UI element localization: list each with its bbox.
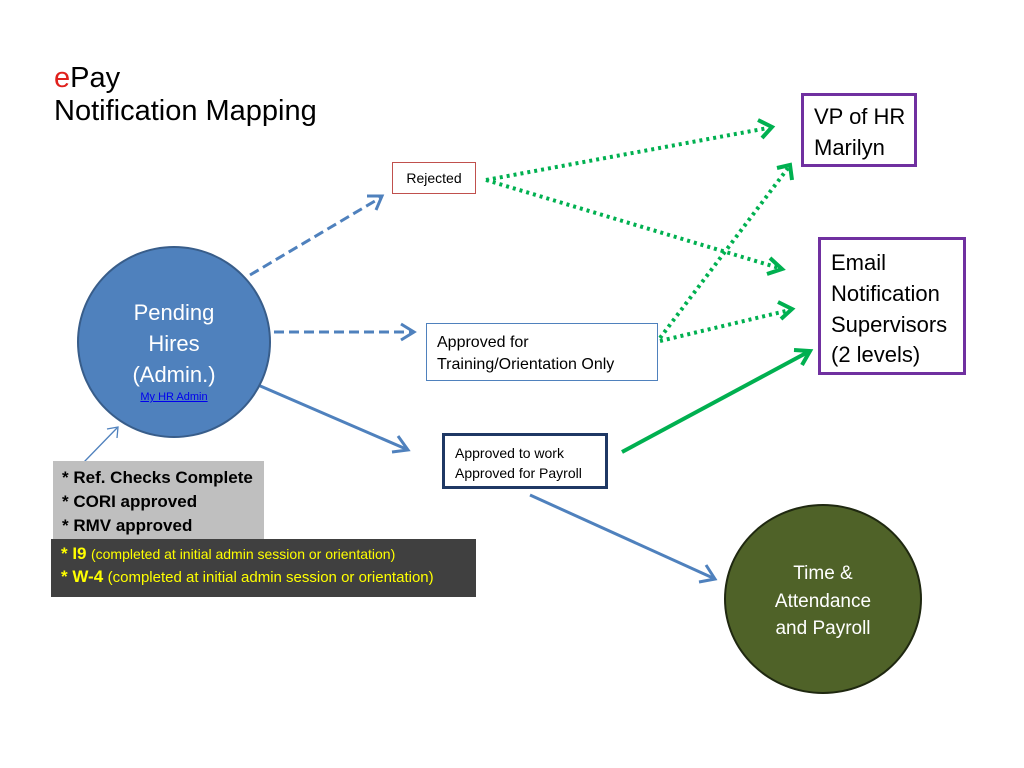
training-only-box: Approved for Training/Orientation Only	[426, 323, 658, 381]
email-line1: Email	[831, 250, 887, 275]
rejected-label: Rejected	[406, 170, 462, 186]
time-attendance-payroll-node: Time & Attendance and Payroll	[724, 504, 922, 694]
form-item-i9: * I9 (completed at initial admin session…	[61, 543, 476, 566]
training-line1: Approved for	[437, 334, 529, 351]
form-note: (completed at initial admin session or o…	[90, 546, 396, 562]
arrow-pending-to-rejected	[249, 196, 381, 277]
email-line3: Supervisors	[831, 311, 948, 337]
my-hr-admin-link[interactable]: My HR Admin	[140, 391, 208, 404]
arrow-pending-to-work	[257, 383, 407, 451]
title-subtitle: Notification Mapping	[54, 94, 317, 127]
form-label: * W-4	[61, 566, 104, 586]
email-line4: (2 levels)	[831, 342, 921, 368]
arrow-training-to-email	[659, 308, 791, 343]
arrow-checks-to-pending	[83, 427, 118, 463]
work-line1: Approved to work	[455, 445, 564, 461]
page-title: ePay Notification Mapping	[54, 62, 317, 128]
time-line2: Attendance	[774, 590, 872, 612]
pending-line1: Pending	[133, 300, 215, 325]
arrow-work-to-email	[621, 350, 809, 454]
time-line3: and Payroll	[775, 618, 871, 640]
training-line2: Training/Orientation Only	[437, 355, 615, 373]
requirement-checks-box: * Ref. Checks Complete * CORI approved *…	[53, 461, 264, 539]
vp-of-hr-box: VP of HR Marilyn	[801, 93, 917, 167]
arrow-training-to-vp	[658, 166, 790, 340]
email-notification-box: Email Notification Supervisors (2 levels…	[818, 237, 966, 375]
title-app-name: Pay	[70, 62, 121, 94]
email-line2: Notification	[831, 280, 940, 306]
check-item: * RMV approved	[62, 516, 193, 536]
approved-to-work-box: Approved to work Approved for Payroll	[442, 433, 608, 489]
vp-line2: Marilyn	[814, 134, 885, 160]
pending-line2: Hires	[148, 330, 200, 356]
rejected-box: Rejected	[392, 162, 476, 194]
pending-hires-node: Pending Hires (Admin.) My HR Admin	[77, 246, 271, 438]
check-item: * Ref. Checks Complete	[62, 468, 253, 487]
time-line1: Time &	[793, 563, 853, 584]
form-item-w4: * W-4 (completed at initial admin sessio…	[61, 566, 476, 589]
form-note: (completed at initial admin session or o…	[107, 568, 434, 586]
work-line2: Approved for Payroll	[455, 465, 582, 482]
form-label: * I9	[61, 544, 87, 563]
pending-line3: (Admin.)	[132, 361, 216, 387]
vp-line1: VP of HR	[814, 104, 906, 129]
arrow-rejected-to-vp	[485, 126, 769, 182]
check-item: * CORI approved	[62, 492, 198, 512]
required-forms-box: * I9 (completed at initial admin session…	[51, 539, 476, 597]
arrow-rejected-to-email	[485, 178, 780, 270]
arrow-work-to-time	[529, 493, 714, 580]
title-e-prefix: e	[54, 62, 71, 94]
